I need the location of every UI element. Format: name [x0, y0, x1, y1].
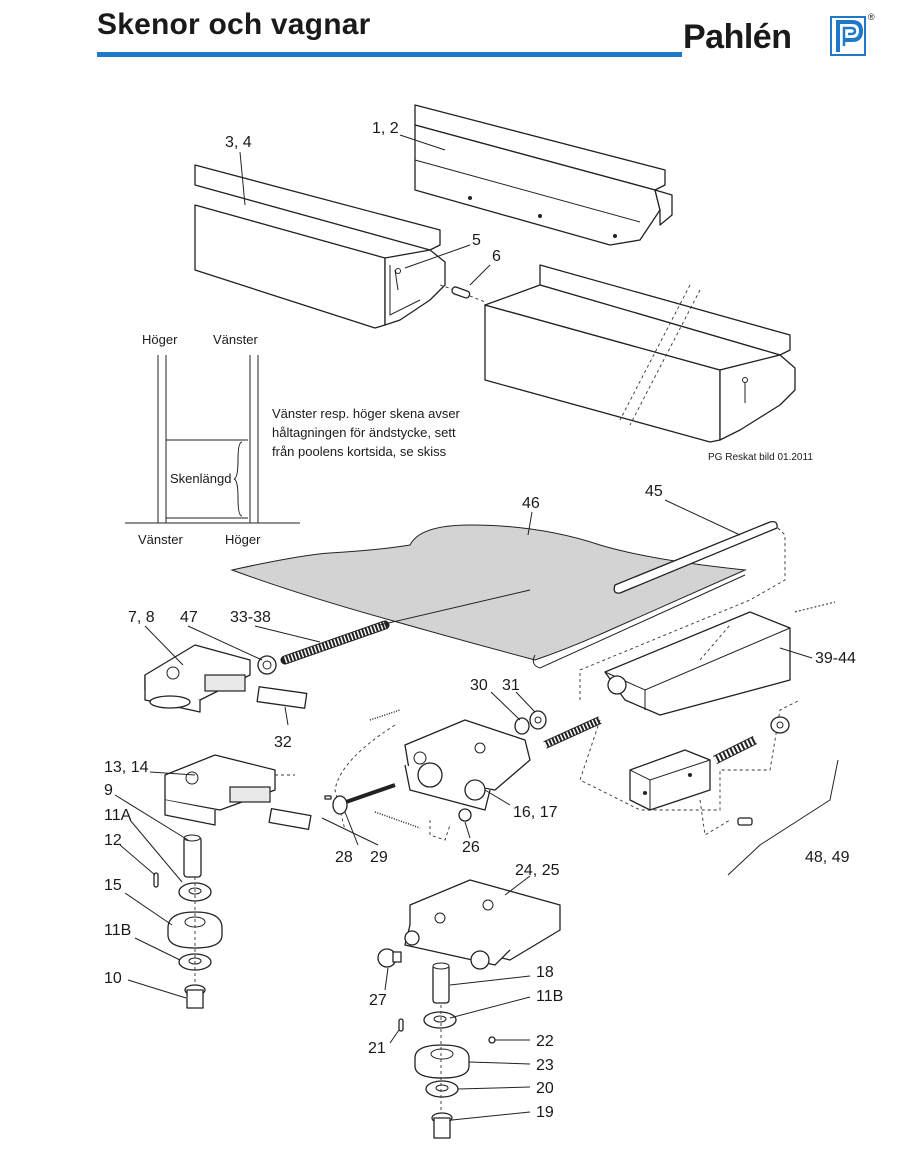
nut-26: [429, 808, 472, 841]
left-stack: [153, 834, 223, 1009]
note-line: Vänster resp. höger skena avser: [272, 406, 461, 421]
label-20: 20: [536, 1080, 554, 1097]
note-line: från poolens kortsida, se skiss: [272, 444, 447, 459]
block-7-8: [144, 644, 308, 713]
registered-mark: ®: [868, 12, 875, 22]
label-23: 23: [536, 1057, 554, 1074]
callout-labels: 3, 4 1, 2 5 6 46 45 7, 8 47 33-38 39-44 …: [104, 120, 856, 1121]
sketch-label: Skenlängd: [170, 471, 231, 486]
label-9: 9: [104, 782, 113, 799]
label-15: 15: [104, 877, 122, 894]
note-block: Vänster resp. höger skena avser håltagni…: [272, 406, 461, 459]
block-13-14: [164, 754, 312, 831]
label-29: 29: [370, 849, 388, 866]
label-18: 18: [536, 964, 554, 981]
cover-46: [230, 524, 747, 669]
nut-47: [257, 655, 277, 675]
label-27: 27: [369, 992, 387, 1009]
sketch-label: Höger: [225, 532, 261, 547]
note-line: håltagningen för ändstycke, sett: [272, 425, 456, 440]
profile-39-44: [604, 601, 836, 716]
sketch-label: Vänster: [213, 332, 258, 347]
rail-sketch: Höger Vänster Skenlängd Vänster Höger: [125, 332, 300, 547]
label-7-8: 7, 8: [128, 609, 155, 626]
sketch-label: Vänster: [138, 532, 183, 547]
washers-30-31: [514, 710, 602, 749]
rail-3-4: [194, 164, 446, 329]
label-5: 5: [472, 232, 481, 249]
label-24-25: 24, 25: [515, 862, 560, 879]
label-47: 47: [180, 609, 198, 626]
carriage-24-25: [404, 879, 561, 970]
brand-logo-text: Pahlén: [683, 18, 792, 56]
label-21: 21: [368, 1040, 386, 1057]
label-16-17: 16, 17: [513, 804, 558, 821]
label-26: 26: [462, 839, 480, 856]
label-11b-bottom: 11B: [536, 988, 563, 1005]
threaded-rod-33-38: [280, 589, 531, 665]
page-title: Skenor och vagnar: [97, 8, 371, 41]
sketch-label: Höger: [142, 332, 178, 347]
label-48-49: 48, 49: [805, 849, 850, 866]
leader-lines: [114, 134, 813, 1121]
label-22: 22: [536, 1033, 554, 1050]
label-1-2: 1, 2: [372, 120, 399, 137]
carriage-16-17: [334, 709, 531, 831]
label-45: 45: [645, 483, 663, 500]
pin-6: [439, 284, 486, 303]
brand-logo-icon: [830, 16, 866, 56]
credit: PG Reskat bild 01.2011: [708, 452, 813, 463]
label-32: 32: [274, 734, 292, 751]
rod-45: [579, 520, 786, 700]
label-33-38: 33-38: [230, 609, 271, 626]
rail-end-piece: [484, 264, 796, 443]
label-19: 19: [536, 1104, 554, 1121]
label-30: 30: [470, 677, 488, 694]
label-28: 28: [335, 849, 353, 866]
label-6: 6: [492, 248, 501, 265]
title-rule: [97, 52, 682, 57]
label-12: 12: [104, 832, 122, 849]
label-3-4: 3, 4: [225, 134, 252, 151]
label-10: 10: [104, 970, 122, 987]
bolt-29: [324, 783, 396, 815]
bottom-stack: [377, 948, 496, 1139]
label-39-44: 39-44: [815, 650, 856, 667]
label-11b: 11B: [104, 922, 131, 939]
assembly-48-49: [579, 699, 839, 876]
rail-1-2: [414, 104, 673, 246]
label-13-14: 13, 14: [104, 759, 149, 776]
label-11a: 11A: [104, 807, 132, 824]
label-46: 46: [522, 495, 540, 512]
label-31: 31: [502, 677, 520, 694]
